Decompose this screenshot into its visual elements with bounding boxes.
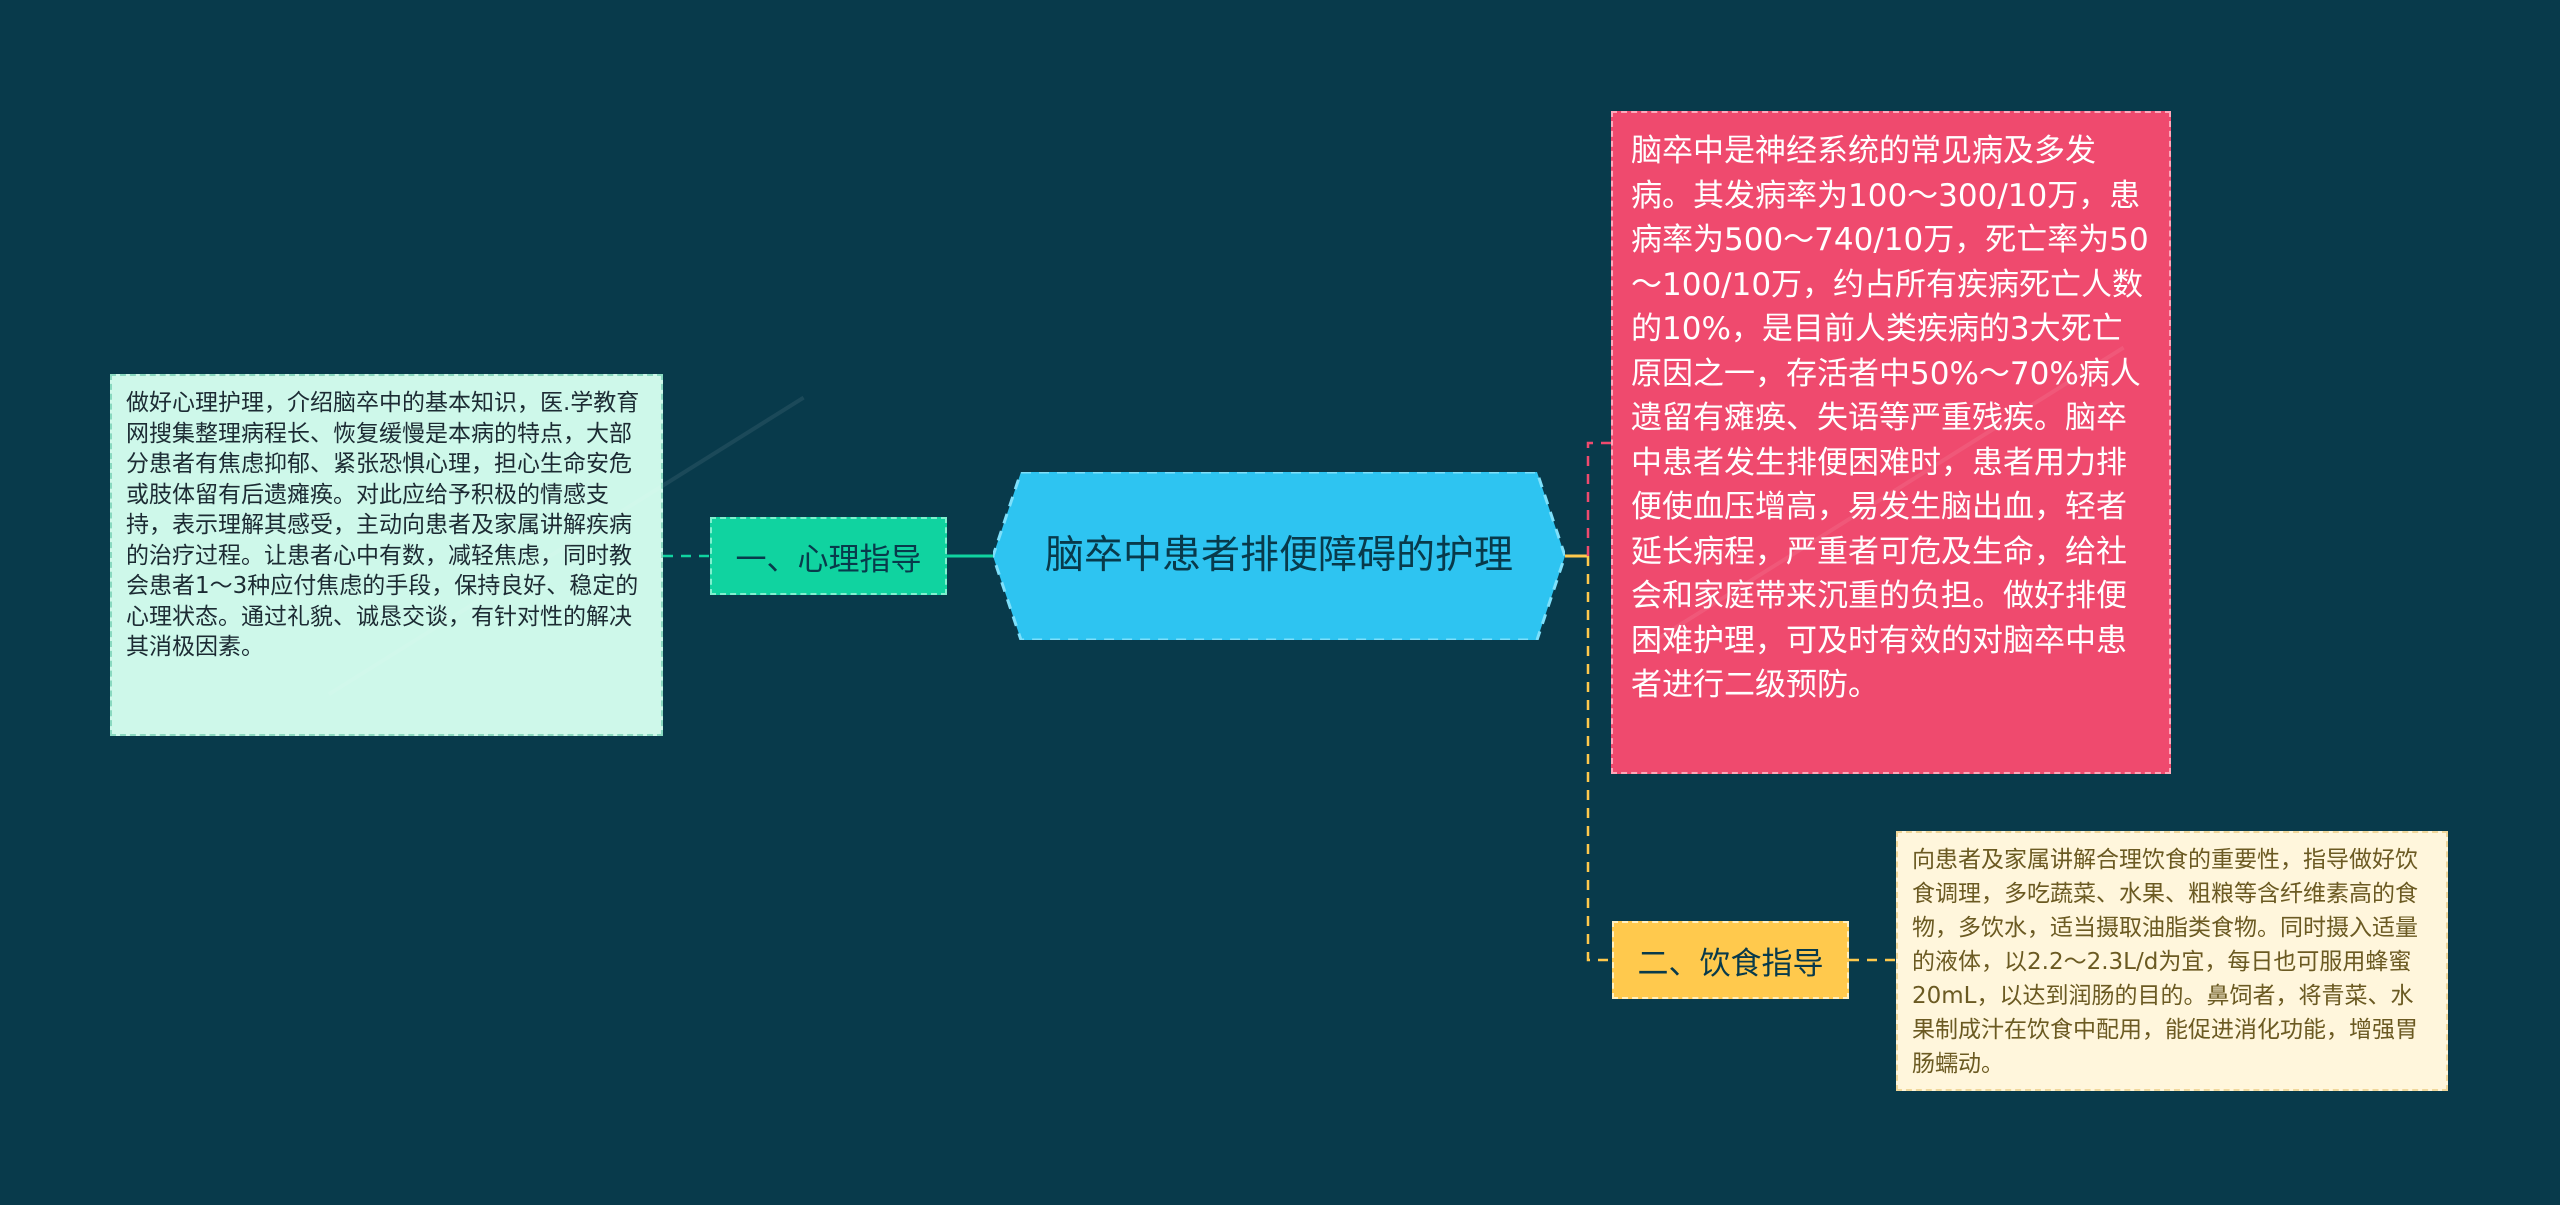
- leaf-psychological-detail[interactable]: 做好心理护理，介绍脑卒中的基本知识，医.学教育网搜集整理病程长、恢复缓慢是本病的…: [110, 374, 663, 736]
- root-topic[interactable]: 脑卒中患者排便障碍的护理: [993, 472, 1565, 640]
- branch-label: 二、饮食指导: [1637, 945, 1824, 982]
- connector-root-to-right-branch: [1586, 556, 1612, 962]
- leaf-text: 向患者及家属讲解合理饮食的重要性，指导做好饮食调理，多吃蔬菜、水果、粗粮等含纤维…: [1912, 847, 2418, 1077]
- connector-root-to-top-leaf: [1586, 441, 1611, 556]
- leaf-text: 脑卒中是神经系统的常见病及多发病。其发病率为100～300/10万，患病率为50…: [1631, 133, 2149, 703]
- branch-label: 一、心理指导: [735, 541, 922, 578]
- branch-psychological-guidance[interactable]: 一、心理指导: [710, 517, 947, 595]
- leaf-diet-detail[interactable]: 向患者及家属讲解合理饮食的重要性，指导做好饮食调理，多吃蔬菜、水果、粗粮等含纤维…: [1896, 831, 2448, 1091]
- leaf-text: 做好心理护理，介绍脑卒中的基本知识，医.学教育网搜集整理病程长、恢复缓慢是本病的…: [126, 390, 640, 660]
- root-hexagon-shape: [993, 472, 1565, 640]
- root-topic-title: 脑卒中患者排便障碍的护理: [1044, 533, 1513, 578]
- branch-diet-guidance[interactable]: 二、饮食指导: [1612, 921, 1849, 999]
- leaf-overview-detail[interactable]: 脑卒中是神经系统的常见病及多发病。其发病率为100～300/10万，患病率为50…: [1611, 111, 2171, 774]
